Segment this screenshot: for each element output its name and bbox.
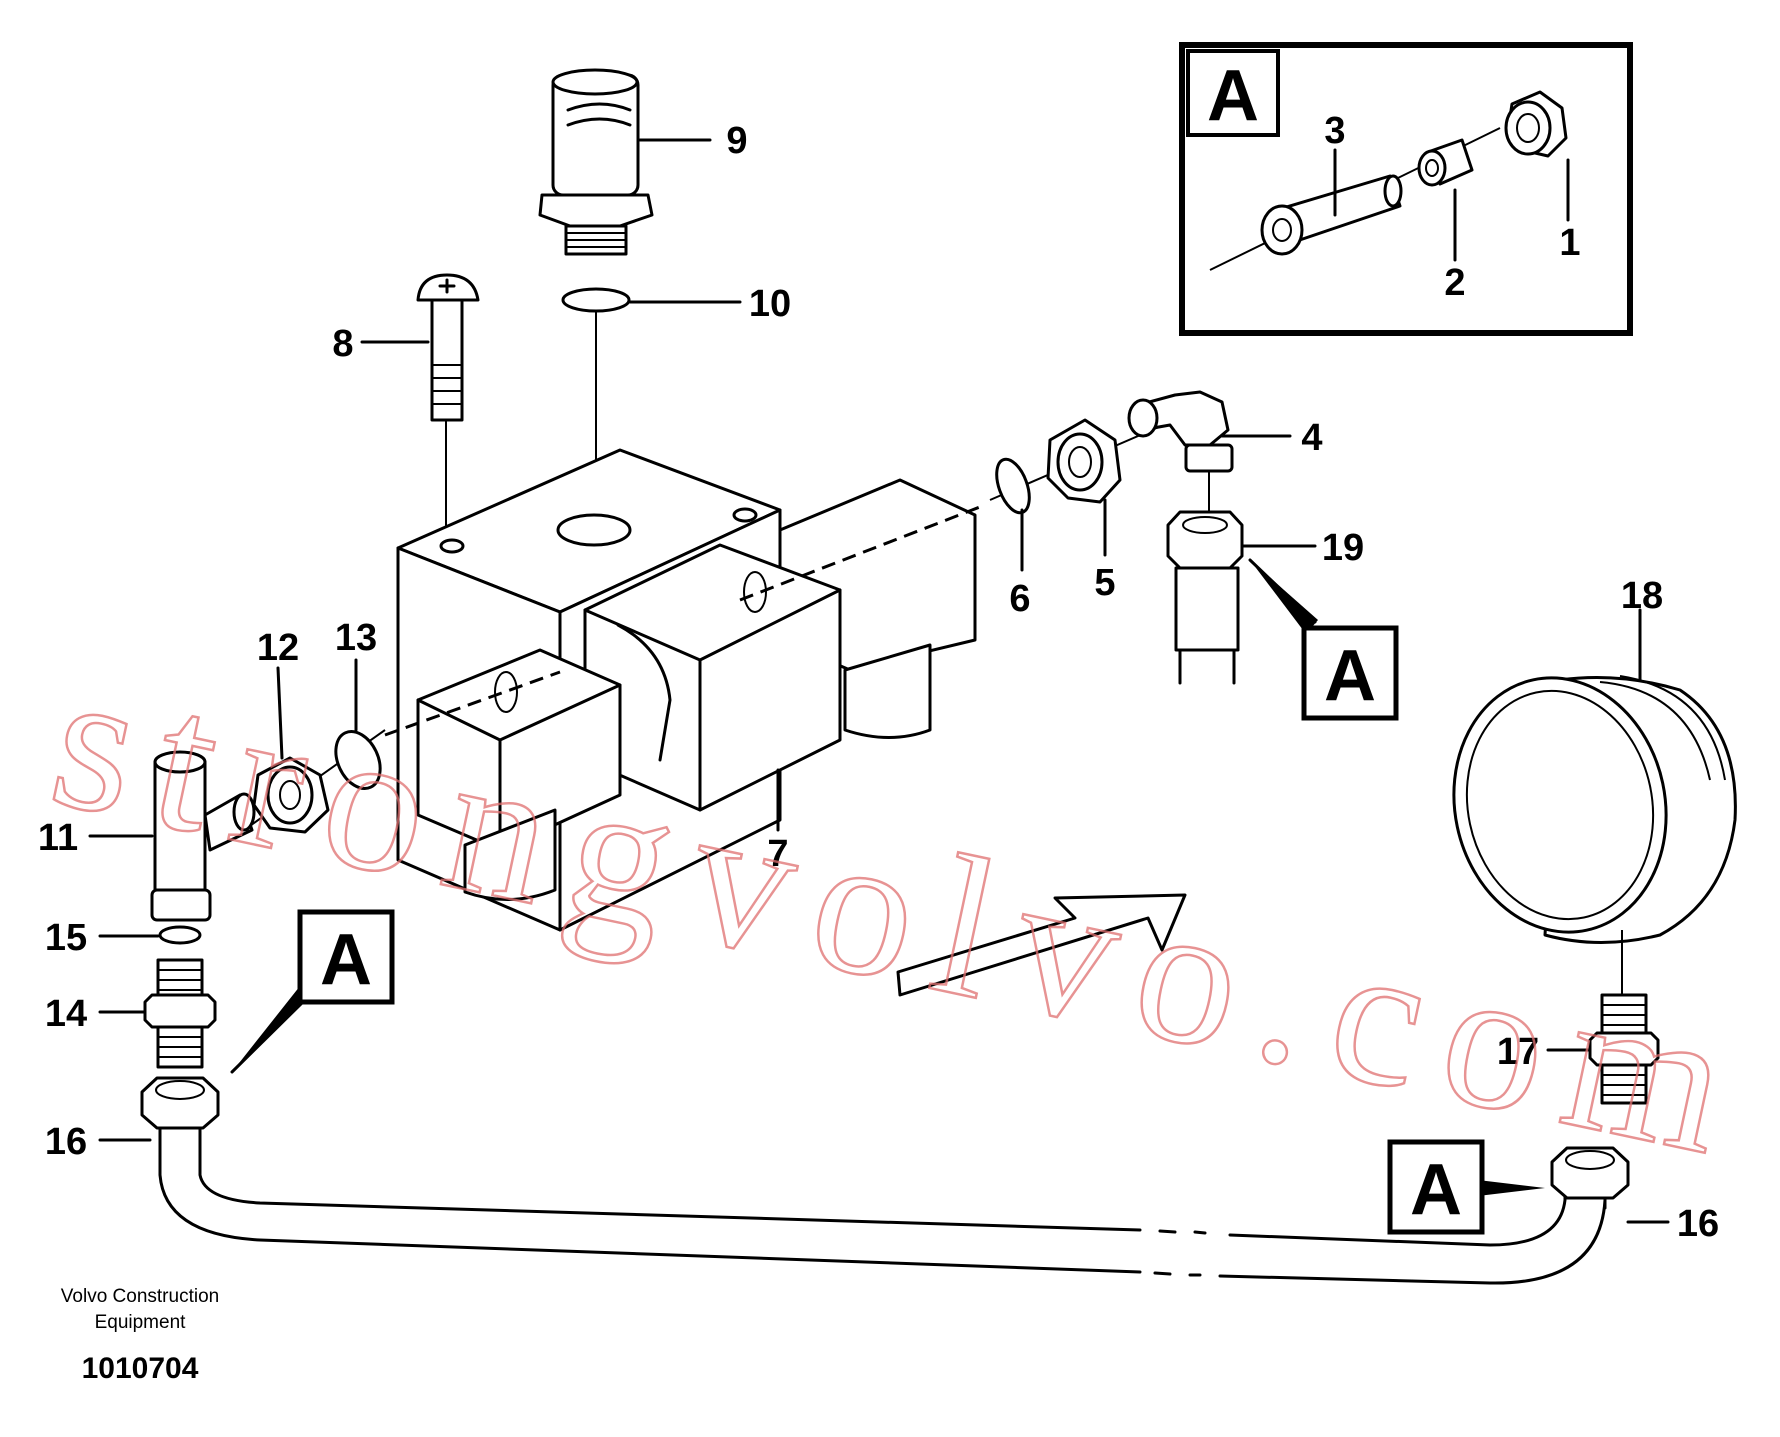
callout-15: 15 — [45, 917, 87, 959]
right-connection-group: 6 5 4 19 A — [989, 390, 1399, 721]
callout-8: 8 — [332, 323, 353, 365]
callout-10: 10 — [749, 283, 791, 325]
detail-a-inset: A 3 2 1 — [1179, 42, 1633, 336]
screw-8: 8 — [332, 273, 480, 545]
company-line-1: Volvo Construction — [61, 1286, 219, 1307]
gauge-18: 18 17 — [1452, 575, 1737, 1105]
callout-18: 18 — [1621, 575, 1663, 617]
callout-3: 3 — [1324, 110, 1345, 152]
callout-9: 9 — [726, 120, 747, 162]
callout-13: 13 — [335, 617, 377, 659]
drawing-number: 1010704 — [82, 1352, 199, 1385]
callout-19: 19 — [1322, 527, 1364, 569]
callout-12: 12 — [257, 627, 299, 669]
ref-a-16-left: A — [320, 920, 372, 1000]
callout-6: 6 — [1009, 578, 1030, 620]
company-line-2: Equipment — [95, 1312, 187, 1333]
callout-1: 1 — [1559, 222, 1580, 264]
ref-a-16-right: A — [1410, 1150, 1462, 1230]
callout-11: 11 — [38, 817, 78, 859]
callout-16-left: 16 — [45, 1121, 87, 1163]
callout-5: 5 — [1094, 562, 1115, 604]
pressure-sensor-9: 9 10 — [538, 68, 791, 480]
callout-14: 14 — [45, 993, 87, 1035]
pipe-16: 16 16 A A — [45, 909, 1719, 1285]
ref-a-19: A — [1324, 636, 1376, 716]
callout-7: 7 — [767, 833, 788, 875]
left-fittings-group: 13 12 11 15 14 — [38, 617, 386, 1069]
detail-a-inset-label: A — [1207, 56, 1259, 136]
direction-arrow — [896, 893, 1187, 997]
callout-16-right: 16 — [1677, 1203, 1719, 1245]
callout-17: 17 — [1497, 1031, 1539, 1073]
footer: Volvo Construction Equipment 1010704 — [61, 1286, 219, 1385]
solenoid-valve-7: 7 — [384, 448, 986, 932]
callout-2: 2 — [1444, 262, 1465, 304]
callout-4: 4 — [1301, 417, 1322, 459]
